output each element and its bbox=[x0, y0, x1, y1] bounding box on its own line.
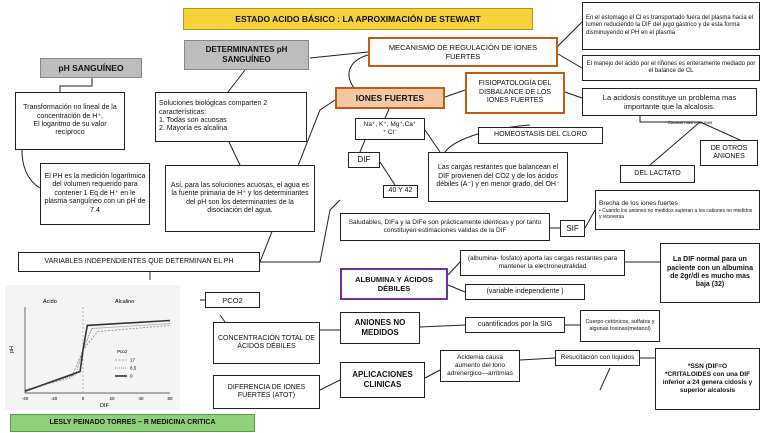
node-sif: SIF bbox=[560, 220, 585, 237]
connector bbox=[564, 91, 583, 99]
node-40-42: 40 Y 42 bbox=[383, 185, 418, 198]
connector bbox=[447, 261, 461, 276]
node-concentracion: CONCENTRACIÓN TOTAL DE ÁCIDOS DÉBILES bbox=[213, 322, 320, 364]
ph-dif-chart: Ácido Alcalino pH DIF -40 -20 0 20 40 60 17 8,5… bbox=[5, 285, 180, 410]
connector bbox=[557, 53, 583, 69]
connector bbox=[59, 78, 93, 92]
node-brecha: Brecha de los iones fuertes • Cuando los… bbox=[595, 190, 760, 230]
node-iones-list: Na⁺, K⁺, Mg⁺,Ca⁺ ⁺ Cl⁻ bbox=[355, 118, 425, 140]
connector bbox=[444, 124, 531, 153]
node-ph-sanguineo: pH SANGUÍNEO bbox=[40, 58, 142, 78]
chart-x-tick-label: 0 bbox=[82, 396, 85, 401]
connector bbox=[519, 357, 556, 361]
footer-author: LESLY PEINADO TORRES – R MEDICINA CRITIC… bbox=[10, 414, 255, 432]
connector bbox=[379, 161, 396, 186]
connector bbox=[557, 21, 583, 47]
node-pco2: PCO2 bbox=[205, 292, 260, 308]
connector bbox=[424, 369, 441, 379]
node-aniones-no: ANIONES NO MEDIDOS bbox=[340, 312, 420, 344]
node-asi-para: Así, para las soluciones acuosas, el agu… bbox=[165, 165, 315, 232]
node-cargas: Las cargas restantes que balancean el DI… bbox=[428, 152, 568, 202]
connector bbox=[260, 199, 341, 263]
connector bbox=[584, 209, 596, 229]
chart-ylabel: pH bbox=[9, 346, 15, 353]
node-dif-normal: La DIF normal para un paciente con un al… bbox=[660, 243, 760, 303]
chart-x-tick-label: 20 bbox=[109, 396, 115, 401]
node-homeostasis: HOMEOSTASIS DEL CLORO bbox=[478, 127, 603, 144]
connector bbox=[309, 51, 369, 59]
chart-legend-label: 0 bbox=[130, 374, 133, 379]
node-variable-indep: (variable independiente ) bbox=[465, 284, 585, 300]
node-transformacion: Transformación no lineal de la concentra… bbox=[15, 92, 125, 150]
chart-series-line bbox=[24, 319, 171, 392]
chart-x-tick-label: 60 bbox=[167, 396, 173, 401]
node-otros-aniones: DE OTROS ANIONES bbox=[700, 140, 758, 166]
node-resucitacion: Resucitación con líquidos bbox=[555, 350, 640, 366]
connector bbox=[699, 121, 741, 141]
node-iones-fuertes: IONES FUERTES bbox=[335, 87, 445, 109]
connector bbox=[227, 139, 241, 166]
node-manejo: El manejo del acido por el riñones es en… bbox=[582, 55, 760, 81]
node-cuerpos: Cuerpo cetónicos, sulfatos y algunas tox… bbox=[580, 310, 660, 342]
chart-region-acid: Ácido bbox=[43, 298, 57, 305]
chart-xlabel: DIF bbox=[100, 403, 110, 409]
brecha-text: • Cuando los aniones no medidos superan … bbox=[599, 207, 753, 220]
connector bbox=[359, 139, 366, 153]
node-diferencia: DIFERENCIA DE IONES FUERTES (ATOT) bbox=[213, 375, 320, 409]
connector bbox=[419, 324, 466, 328]
connector bbox=[444, 89, 466, 98]
page-title: ESTADO ACIDO BÁSICO : LA APROXIMACIÓN DE… bbox=[183, 8, 533, 30]
connector bbox=[424, 129, 441, 153]
node-aplicaciones: APLICACIONES CLINICAS bbox=[340, 362, 425, 398]
node-variables: VARIABLES INDEPENDIENTES QUE DETERMINAN … bbox=[18, 252, 260, 272]
chart-x-tick-label: -20 bbox=[51, 396, 58, 401]
node-albumina-fosfato: (albumina- fosfato) aporta las cargas re… bbox=[460, 250, 625, 276]
connector bbox=[219, 314, 226, 323]
chart-x-tick-label: 40 bbox=[138, 396, 144, 401]
brecha-title: Brecha de los iones fuertes bbox=[599, 200, 678, 208]
node-dif: DIF bbox=[348, 152, 380, 168]
connector bbox=[649, 121, 701, 166]
chart-legend-title: Pco2 bbox=[117, 349, 128, 354]
node-albumina: ALBUMINA Y ÁCIDOS DÉBILES bbox=[340, 268, 448, 300]
connector bbox=[227, 69, 246, 93]
node-acidemia: Acidemia causa aumento del tono adrenerg… bbox=[440, 350, 520, 382]
node-acidosis: La acidosis constituye un problema mas i… bbox=[582, 88, 757, 116]
connector bbox=[319, 379, 341, 391]
chart-legend-label: 8,5 bbox=[130, 366, 137, 371]
node-cuantificados: cuantificados por la SIG bbox=[465, 317, 565, 333]
chart-x-tick-label: -40 bbox=[22, 396, 29, 401]
connector bbox=[447, 284, 466, 293]
node-ph-medicion: El PH es la medición logarítmica del vol… bbox=[40, 163, 150, 225]
node-lactato: DEL LACTATO bbox=[620, 165, 695, 183]
node-soluciones: Soluciones biológicas comparten 2 caract… bbox=[155, 92, 307, 142]
node-saludables: Saludables, DIFa y la DIFe son prácticam… bbox=[340, 213, 550, 241]
chart-legend-label: 17 bbox=[130, 358, 136, 363]
chart-region-alk: Alcalino bbox=[115, 299, 134, 305]
node-determinantes: DETERMINANTES pH SANGUÍNEO bbox=[184, 40, 309, 70]
node-mecanismo: MECANISMO DE REGULACIÓN DE IONES FUERTES bbox=[368, 37, 558, 67]
label-causas: Causas mas comunes bbox=[667, 119, 713, 125]
node-fisiopatologia: FISIOPATOLOGÍA DEL DISBALANCE DE LOS ION… bbox=[465, 72, 565, 114]
connector bbox=[599, 367, 611, 391]
node-ssn: *SSN (DIF=O *CRITALOIDES con una DIF inf… bbox=[655, 348, 760, 410]
node-estomago: En el estomago el Cl es transportado fue… bbox=[582, 2, 760, 50]
